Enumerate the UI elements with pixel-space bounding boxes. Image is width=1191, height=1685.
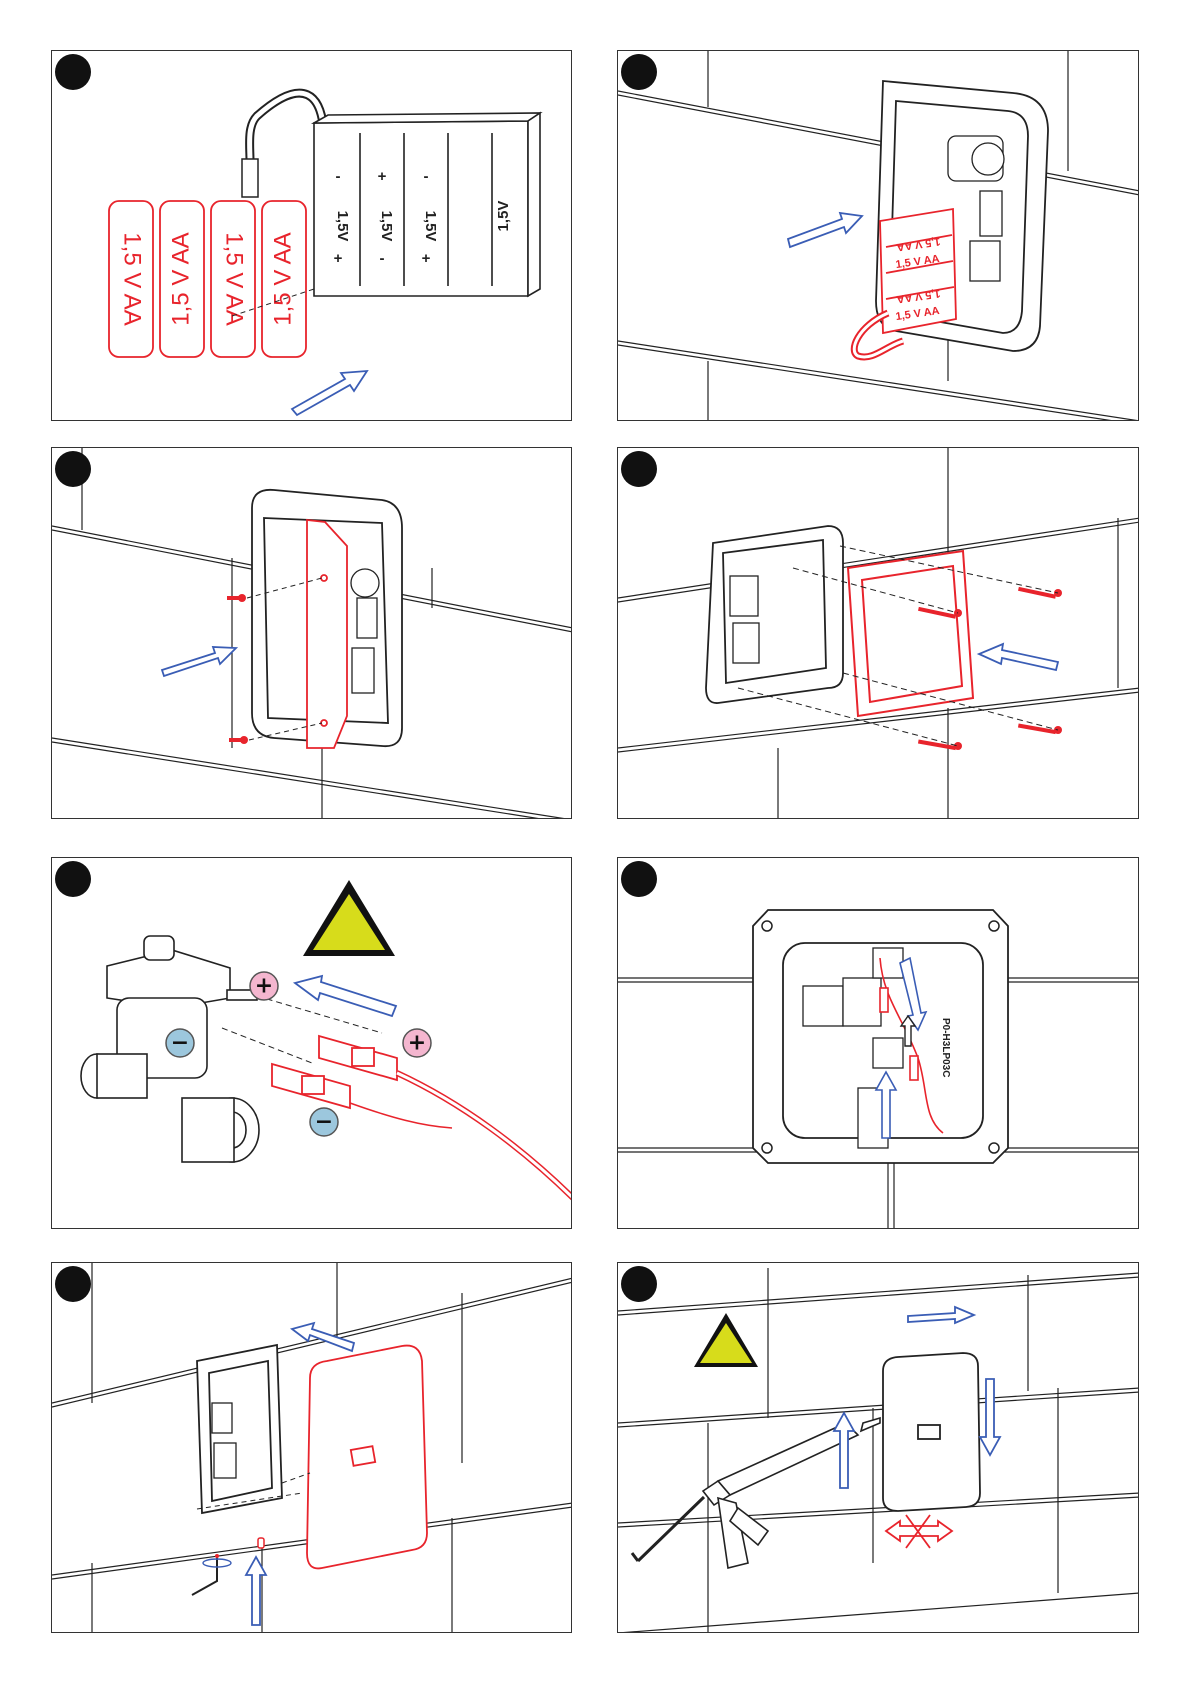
minus-sign: − [171,1031,189,1056]
polarity-sign: + [378,168,387,185]
polarity-sign: - [424,168,429,185]
insert-arrow [295,976,396,1016]
module-label: P0-H3LP03C [940,1018,951,1077]
step-2-panel: 1,5 V AA 1,5 V AA 1,5 V AA 1,5 V AA [617,50,1139,421]
step-5-illustration: + + − − [52,858,572,1229]
insert-arrow [979,644,1058,670]
step-7-marker [55,1266,91,1302]
warning-icon [694,1313,758,1367]
battery-cell-label: 1,5 V AA [119,232,146,325]
step-8-marker [621,1266,657,1302]
plus-sign: + [255,974,273,999]
step-4-illustration [618,448,1139,819]
polarity-sign: - [336,168,341,185]
insert-arrow [788,213,862,247]
step-7-illustration [52,1263,572,1633]
step-2-marker [621,54,657,90]
holder-slot-label: 1,5V [495,201,512,232]
step-7-panel [51,1262,572,1633]
step-6-panel: P0-H3LP03C [617,857,1139,1229]
step-4-marker [621,451,657,487]
insert-arrow [162,647,236,676]
plus-sign: + [408,1031,426,1056]
holder-slot-label: 1,5V [378,211,395,242]
step-1-marker [55,54,91,90]
step-1-illustration: 1,5V 1,5V 1,5V 1,5V - + + - - + 1,5 V AA… [52,51,572,421]
hex-key-icon [192,1554,231,1595]
step-5-panel: + + − − [51,857,572,1229]
connector-minus [272,1064,350,1108]
wall-tiles [618,1268,1139,1633]
polarity-sign: + [422,250,431,267]
holder-slot-label: 1,5V [422,211,439,242]
polarity-sign: - [380,250,385,267]
connector-plus [319,1036,397,1080]
step-1-panel: 1,5V 1,5V 1,5V 1,5V - + + - - + 1,5 V AA… [51,50,572,421]
step-2-illustration: 1,5 V AA 1,5 V AA 1,5 V AA 1,5 V AA [618,51,1139,421]
screw [227,594,248,744]
step-6-marker [621,861,657,897]
no-shift-icon [886,1515,952,1548]
step-6-illustration: P0-H3LP03C [618,858,1139,1229]
front-cover [307,1346,427,1569]
step-3-illustration [52,448,572,819]
battery-cell-label: 1,5 V AA [269,232,296,325]
polarity-sign: + [334,250,343,267]
step-4-panel [617,447,1139,819]
step-8-panel [617,1262,1139,1633]
frame [848,551,973,716]
insert-arrow [292,371,367,415]
step-3-marker [55,451,91,487]
flush-box [197,1345,282,1513]
holder-slot-label: 1,5V [334,211,351,242]
step-8-illustration [618,1263,1139,1633]
flush-box [706,526,843,703]
inner-cover [307,520,347,748]
minus-sign: − [315,1110,333,1135]
step-5-marker [55,861,91,897]
step-3-panel [51,447,572,819]
battery-cell-label: 1,5 V AA [167,232,194,325]
warning-icon [303,880,395,956]
front-cover [883,1353,980,1511]
